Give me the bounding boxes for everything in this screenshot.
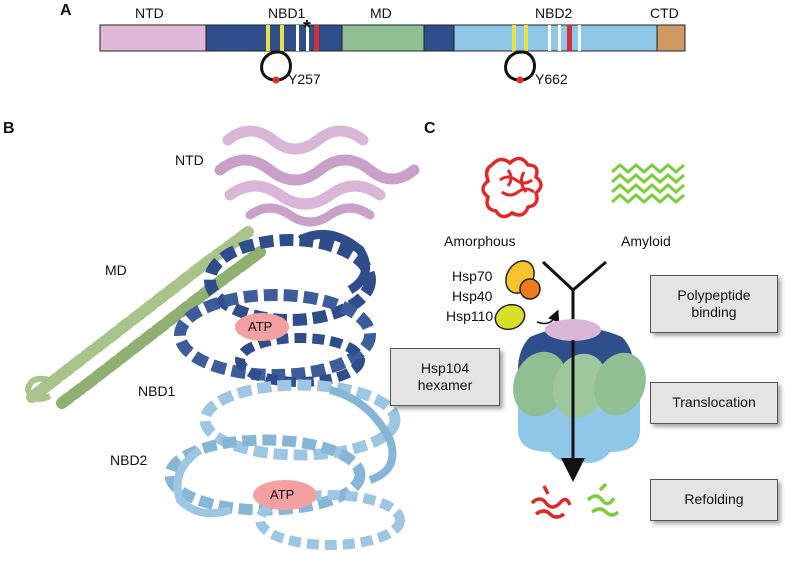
md-coil-1 [513,351,567,417]
domain-ntd [99,24,207,52]
atp-site-1 [235,313,289,341]
hsp110-label: Hsp110 [446,308,494,324]
hsp40-label: Hsp40 [452,288,493,304]
hsp40-shape [519,278,541,300]
panel-b-label: B [3,120,15,137]
pore-loop-1-tip [272,76,280,84]
domain-bar [99,24,686,84]
domain-label-ntd: NTD [135,5,164,21]
amorphous-aggregate [481,156,543,219]
atp-label-2: ATP [270,487,295,502]
recruit-arrow [536,309,560,325]
white-stripe [306,25,309,51]
structure-label-ntd: NTD [175,152,204,168]
md-coil-2 [553,353,607,419]
white-stripe [548,25,551,51]
domain-label-nbd2: NBD2 [535,5,573,21]
structure-label-md: MD [105,262,127,278]
structure-label-nbd2: NBD2 [110,452,148,468]
translocation-box: Translocation [650,382,778,424]
panel-c-label: C [424,120,436,137]
hexamer-ntd-cap [545,319,601,341]
md-coil-3 [594,352,646,416]
refolded-green [586,482,620,517]
walker-a-stripe [266,25,270,51]
amyloid-fibril [611,163,685,204]
white-stripe [578,25,581,51]
domain-linker [423,24,455,52]
pore-loop-1 [260,50,292,82]
walker-b-stripe [567,25,572,51]
domain-ctd [656,24,686,52]
md-ribbon [24,226,266,409]
amyloid-label: Amyloid [621,233,671,249]
hsp70-label: Hsp70 [452,268,493,284]
domain-label-nbd1: NBD1 [268,5,306,21]
polypeptide-binding-box: Polypeptide binding [650,275,778,333]
protein-structure [24,125,420,550]
hsp104-hexamer [513,319,646,463]
pore-loop-2 [504,50,536,82]
domain-md [341,24,425,52]
nbd2-ribbon [164,379,405,550]
binding-box-line2: binding [691,304,737,320]
tyrosine-label-2: Y662 [535,71,568,87]
walker-b-stripe [314,25,319,51]
panel-a-label: A [60,2,72,19]
refolded-red [530,485,572,519]
refolding-box-label: Refolding [684,491,744,508]
walker-a-stripe [280,25,284,51]
mechanism-graphics [481,156,685,519]
walker-a-stripe [524,25,528,51]
ntd-ribbon [214,125,420,227]
domain-label-ctd: CTD [650,5,679,21]
binding-box-line1: Polypeptide [677,286,751,303]
walker-a-stripe [512,25,516,51]
hsp110-shape [494,303,526,331]
hexamer-box: Hsp104 hexamer [390,348,500,406]
tyrosine-label-1: Y257 [288,71,321,87]
refolding-box: Refolding [650,479,778,521]
translocation-box-label: Translocation [672,394,756,411]
domain-nbd1 [205,24,343,52]
domain-label-md: MD [370,5,392,21]
atp-label-1: ATP [248,319,273,334]
domain-nbd2 [453,24,658,52]
hexamer-box-line1: Hsp104 [420,359,470,376]
atp-site-2 [253,480,317,510]
amorphous-label: Amorphous [444,233,516,249]
white-stripe [296,25,299,51]
structure-label-nbd1: NBD1 [138,383,176,399]
hexamer-box-line2: hexamer [417,377,473,393]
white-stripe [558,25,561,51]
pore-loop-2-tip [516,76,524,84]
asterisk-mark: * [303,17,311,39]
nbd1-ribbon [174,229,376,387]
